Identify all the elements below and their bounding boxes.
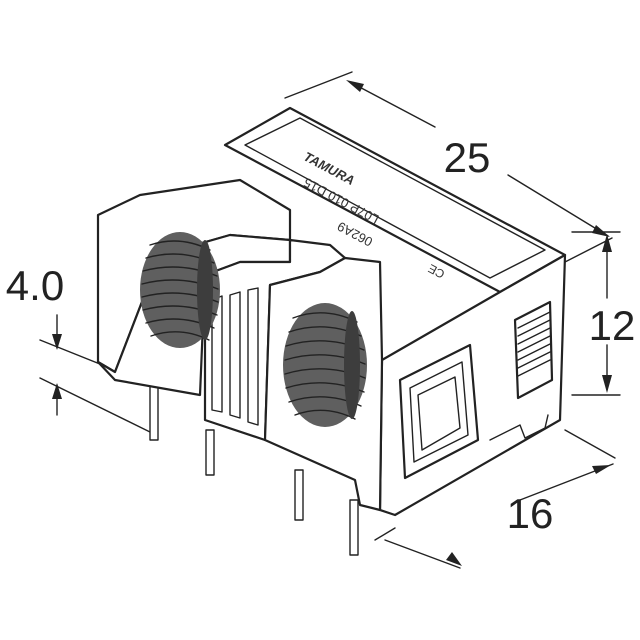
label-plate [244,117,546,279]
dim-height-label: 12 [589,302,636,349]
ce-mark-text: CE [426,261,447,281]
left-coil [140,232,220,348]
dimension-pin-length: 4.0 [6,262,151,433]
pins [149,379,359,556]
dimension-height: 12 [571,231,636,396]
dimension-length: 25 [284,71,613,263]
dim-width-label: 16 [507,490,554,537]
dim-pin-length-label: 4.0 [6,262,64,309]
dimension-width: 16 [374,429,616,569]
ribbed-block [513,300,554,400]
right-coil [283,303,367,427]
inductor-body [96,106,567,556]
dim-length-label: 25 [444,134,491,181]
